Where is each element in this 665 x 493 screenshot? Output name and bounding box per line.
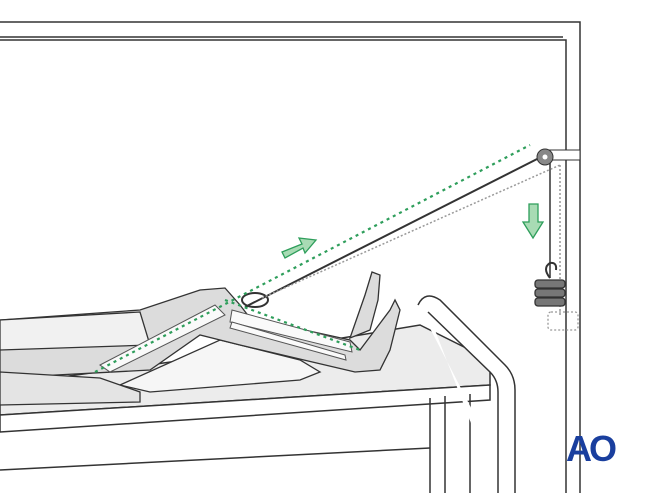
traction-axis	[94, 144, 531, 373]
traction-rope	[244, 154, 561, 315]
weight-icon	[534, 261, 579, 331]
pulley-icon	[536, 148, 581, 166]
traction-arrow-icon	[281, 237, 318, 259]
ao-logo: AO	[566, 428, 617, 469]
leg-bones	[99, 304, 353, 373]
bed-frame	[0, 21, 581, 493]
patient	[0, 271, 401, 406]
gravity-arrow-icon	[521, 203, 545, 240]
traction-bow	[241, 292, 269, 308]
